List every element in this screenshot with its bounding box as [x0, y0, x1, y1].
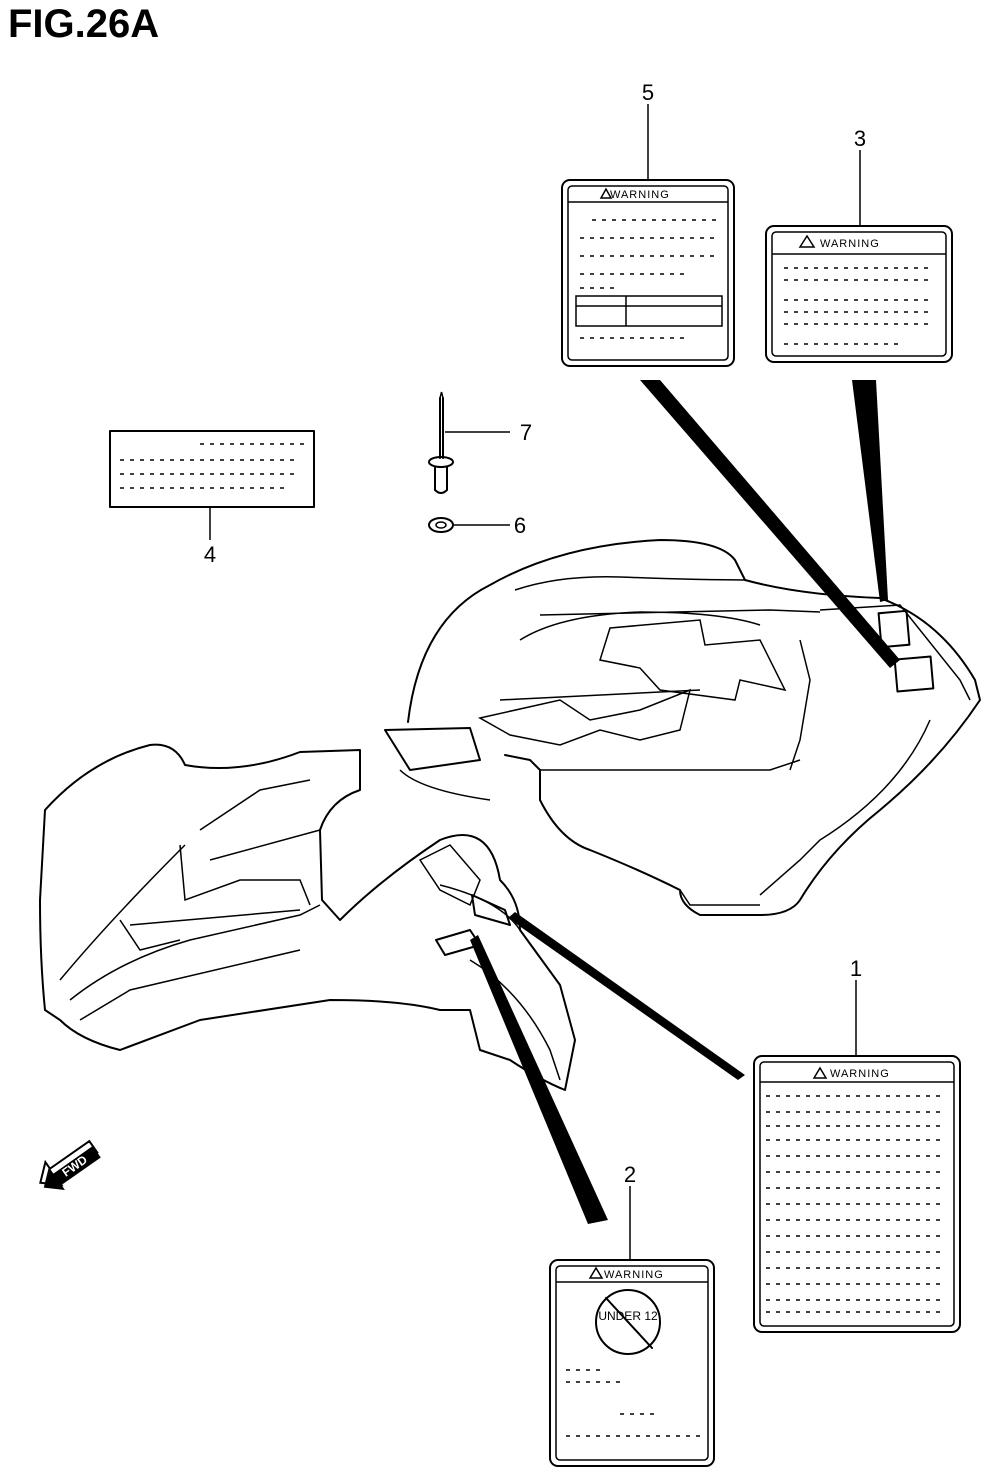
rivet-7 [428, 391, 510, 494]
label-2: WARNING UNDER 12 [549, 1259, 715, 1467]
label-5: WARNING [561, 179, 735, 367]
callout-6: 6 [514, 513, 526, 538]
label-1-warning-heading: WARNING [830, 1068, 890, 1080]
label-3-warning-heading: WARNING [820, 238, 880, 250]
age-restriction-icon [595, 1289, 661, 1355]
label-3: WARNING [765, 225, 953, 363]
callout-3: 3 [854, 126, 866, 151]
age-badge-text: UNDER 12 [598, 1309, 658, 1323]
label-1: WARNING [753, 1055, 961, 1333]
washer-6 [428, 517, 510, 533]
front-fender [39, 743, 576, 1091]
warning-triangle-icon [812, 1066, 828, 1079]
callout-4: 4 [204, 542, 216, 567]
fwd-arrow-icon: FWD [39, 1139, 101, 1190]
callout-1: 1 [850, 956, 862, 981]
callout-2: 2 [624, 1162, 636, 1187]
callout-7: 7 [520, 420, 532, 445]
callout-leaders [209, 104, 861, 1260]
warning-triangle-icon [588, 1266, 604, 1279]
label-5-warning-heading: WARNING [610, 189, 670, 201]
callout-5: 5 [642, 80, 654, 105]
warning-triangle-icon [798, 234, 816, 248]
label-2-warning-heading: WARNING [604, 1269, 664, 1281]
rear-fender [384, 539, 981, 916]
warning-triangle-icon [599, 187, 613, 199]
label-4 [109, 430, 315, 508]
figure-title: FIG.26A [8, 2, 160, 46]
leader-wedges [470, 380, 900, 1224]
